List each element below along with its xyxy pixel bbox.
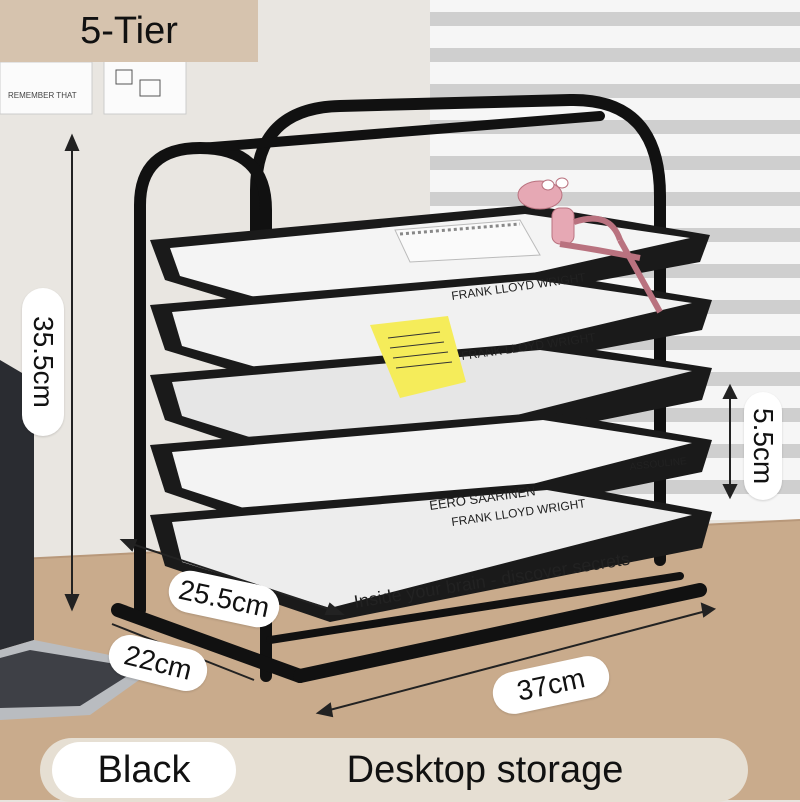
- height-label: 35.5cm: [22, 288, 64, 436]
- tier-gap-label: 5.5cm: [744, 392, 782, 500]
- product-description: Desktop storage: [346, 748, 624, 791]
- dimension-arrows: [64, 133, 738, 718]
- color-option: Black: [52, 742, 236, 798]
- tier-badge: 5-Tier: [0, 0, 258, 62]
- note-text: REMEMBER THAT: [8, 91, 77, 100]
- tray-shelf: [111, 93, 707, 683]
- sticky-note: [370, 316, 466, 398]
- trays: [150, 205, 712, 622]
- wall-notes: REMEMBER THAT: [0, 57, 187, 115]
- pink-figurine: [517, 177, 663, 314]
